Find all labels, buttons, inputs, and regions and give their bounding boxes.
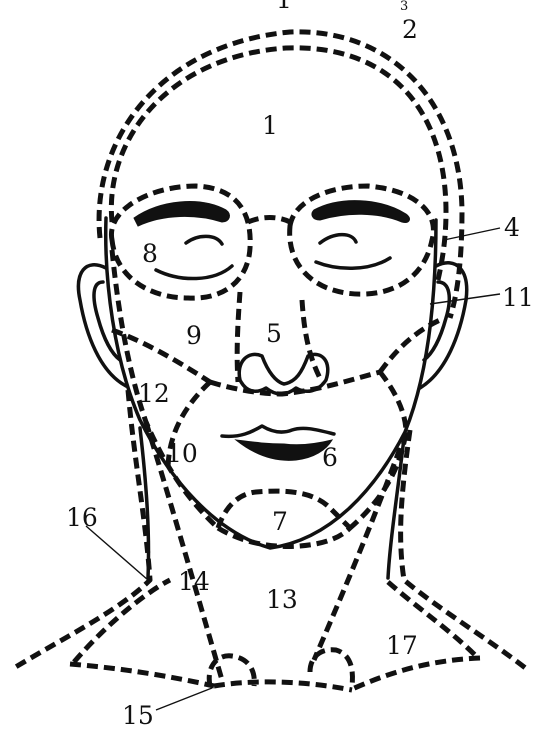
- label-r4: 4: [504, 213, 520, 242]
- label-r13: 13: [266, 585, 298, 614]
- label-r9: 9: [186, 321, 202, 350]
- leader-4: [444, 228, 500, 240]
- label-r10: 10: [166, 439, 198, 468]
- label-r14: 14: [178, 567, 210, 596]
- label-r5: 5: [266, 319, 282, 348]
- label-r16: 16: [66, 503, 98, 532]
- eyebrows: [134, 201, 409, 226]
- label-r17: 17: [386, 631, 418, 660]
- leader-16: [86, 526, 148, 580]
- leader-15: [156, 688, 212, 710]
- label-r2: 2: [402, 15, 418, 44]
- label-r11: 11: [502, 283, 534, 312]
- label-r12: 12: [138, 379, 170, 408]
- label-r1-top: 1: [276, 0, 292, 14]
- label-r7: 7: [272, 507, 288, 536]
- right-eyebrow: [312, 201, 409, 223]
- neck-left: [140, 428, 149, 578]
- label-r3-top: 3: [400, 0, 408, 14]
- mouth: [222, 426, 334, 460]
- left-eyebrow: [134, 202, 229, 226]
- label-r15: 15: [122, 701, 154, 729]
- label-r1: 1: [262, 111, 278, 140]
- eyes: [156, 235, 390, 279]
- label-r6: 6: [322, 443, 338, 472]
- leader-lines: [86, 228, 500, 710]
- label-r8: 8: [142, 239, 158, 268]
